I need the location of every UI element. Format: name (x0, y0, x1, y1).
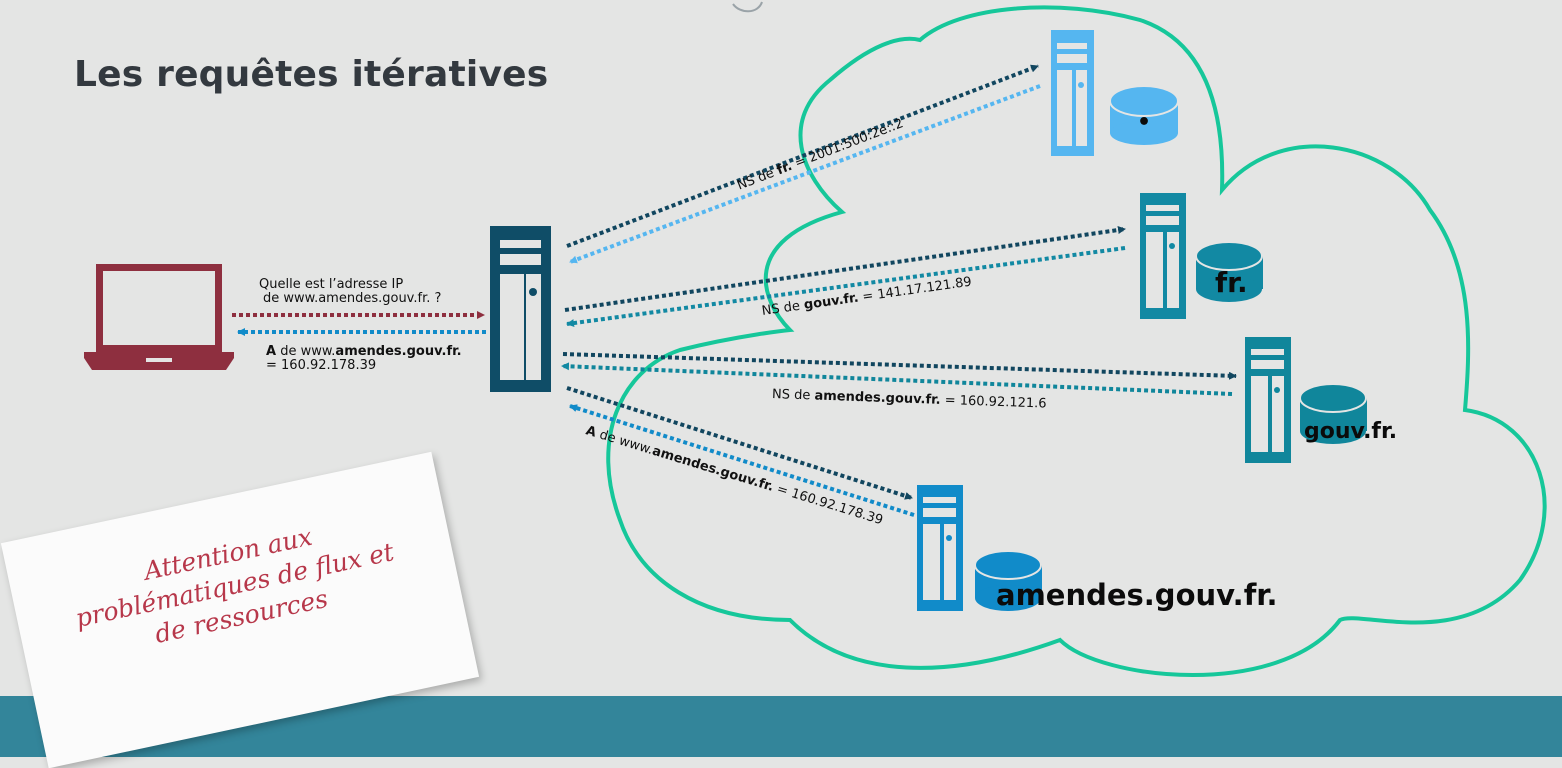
query-arrow-gouv (562, 352, 1237, 380)
answer-record-type: A (266, 344, 277, 359)
question-line2: de www.amendes.gouv.fr. ? (263, 291, 442, 306)
laptop-icon (84, 264, 234, 370)
answer-domain: amendes.gouv.fr. (335, 344, 462, 359)
amendes-server-icon (917, 485, 963, 611)
zone-label-gouv: gouv.fr. (1304, 419, 1398, 444)
gouv-database-icon (1299, 383, 1367, 444)
resolver-server-icon (490, 226, 551, 392)
root-database-icon (1109, 85, 1179, 145)
fr-server-icon (1140, 193, 1186, 319)
answer-line1: A de www.amendes.gouv.fr. (266, 345, 462, 359)
cropped-heading-glyph (732, 1, 763, 13)
answer-arrow-amendes (569, 404, 915, 517)
query-arrow-fr (564, 226, 1126, 312)
query-arrow-amendes (566, 386, 913, 500)
question-line1: Quelle est l’adresse IP (259, 277, 404, 292)
answer-arrow-fr (566, 246, 1126, 328)
answer-arrow-gouv (561, 362, 1233, 396)
answer-mid: de www. (280, 344, 336, 359)
zone-label-amendes: amendes.gouv.fr. (996, 578, 1278, 612)
fr-database-icon (1195, 241, 1263, 302)
zone-label-fr: fr. (1215, 266, 1248, 299)
cloud-shape (606, 5, 1547, 677)
zone-label-root: • (1137, 110, 1152, 135)
amendes-database-icon (974, 550, 1042, 611)
gouv-server-icon (1245, 337, 1291, 463)
root-server-icon (1051, 30, 1094, 156)
query-arrow-root (566, 64, 1039, 248)
page-title: Les requêtes itératives (74, 54, 549, 95)
answer-value: = 160.92.178.39 (266, 358, 377, 373)
